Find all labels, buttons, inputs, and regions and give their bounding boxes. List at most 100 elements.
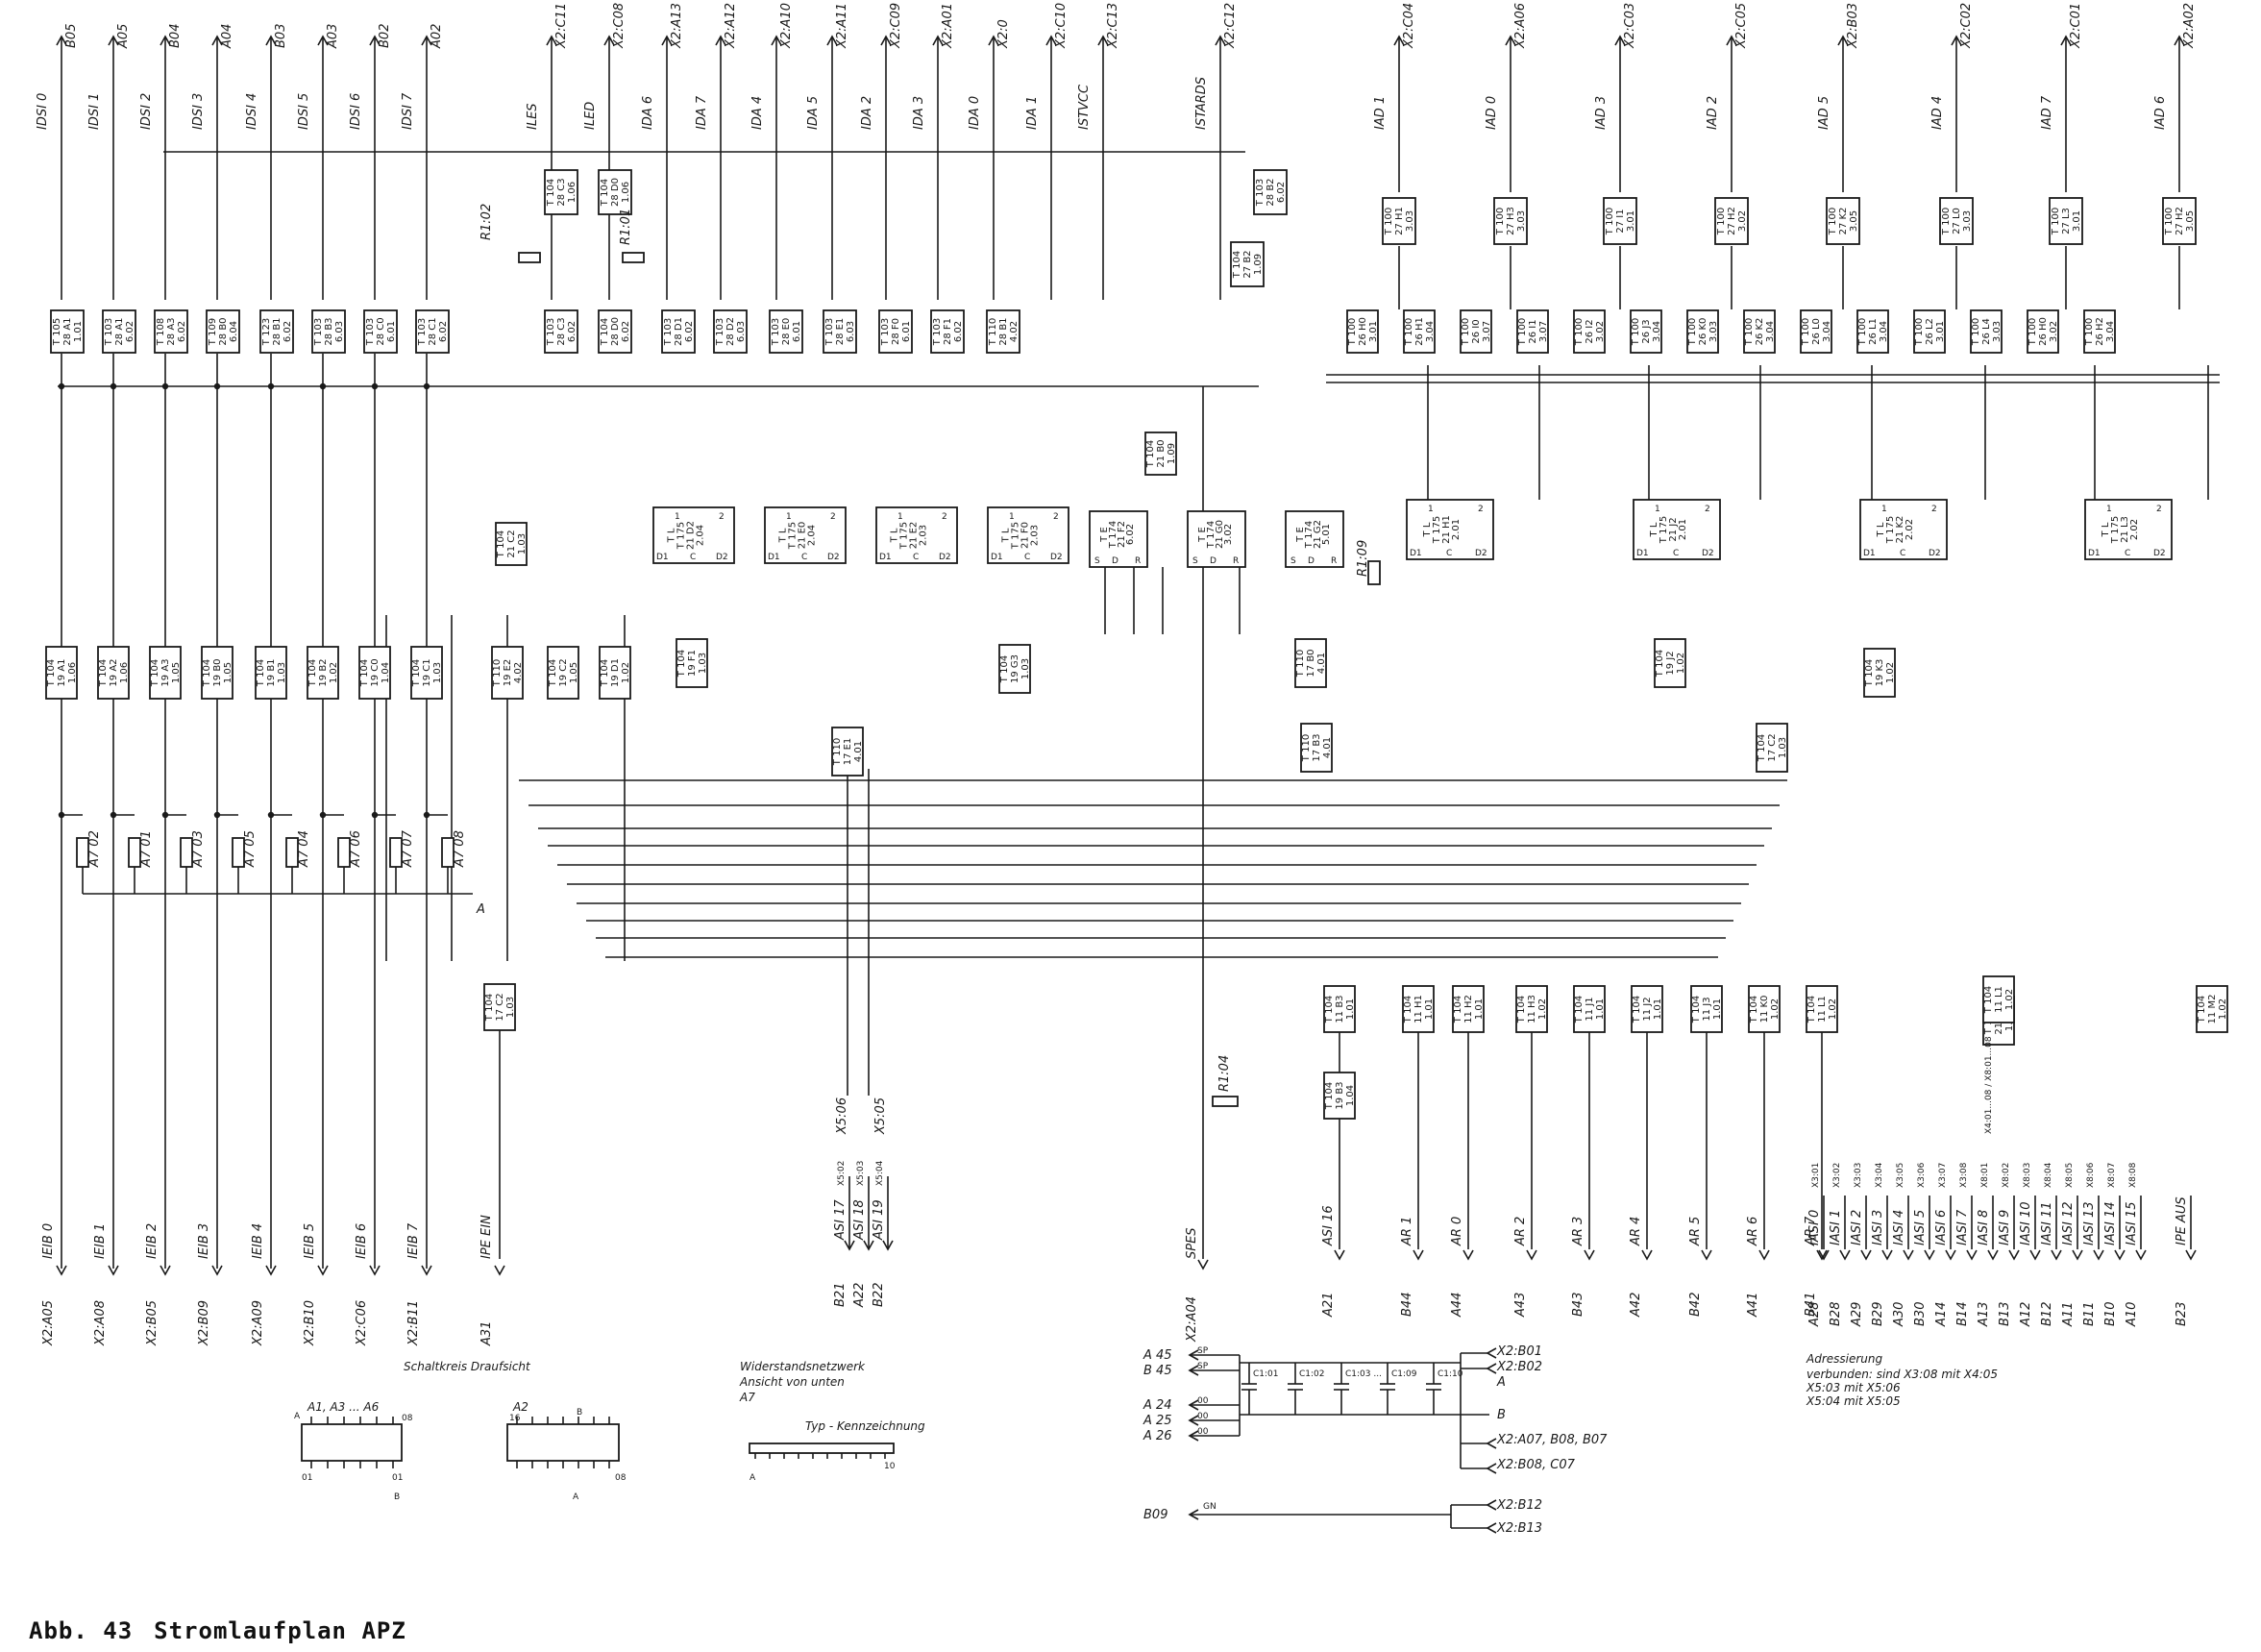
chip-label: T 104 xyxy=(150,659,160,687)
chip-label: 1.02 xyxy=(1770,999,1781,1020)
junction-dot xyxy=(319,811,327,819)
latch-label: T 175 xyxy=(676,522,686,550)
pin-label: C xyxy=(1900,549,1905,558)
chip-label: T 104 xyxy=(307,659,318,687)
connector-label: X3:08 xyxy=(1959,1162,1969,1188)
ff-label: T 174 xyxy=(1206,521,1217,549)
chip-label: 1.03 xyxy=(1020,658,1031,679)
pin-label: C xyxy=(690,553,696,562)
chip-label: T 104 xyxy=(1757,734,1767,762)
pin-label: X2:B03 xyxy=(1846,3,1860,49)
chip-label: 19 J2 xyxy=(1665,651,1676,675)
latch-label: 21 K2 xyxy=(1895,516,1905,544)
gate-chip xyxy=(1826,197,1860,245)
gate-chip xyxy=(358,646,391,700)
chip-label: T 110 xyxy=(988,318,998,346)
cap-pin-label: A 45 xyxy=(1143,1348,1172,1363)
chip-label: T 104 xyxy=(1632,996,1642,1023)
arrow-down-icon xyxy=(2093,1249,2104,1261)
pin-label: X2:A05 xyxy=(41,1300,56,1346)
gate-chip xyxy=(676,638,708,688)
signal-name: IEIB 6 xyxy=(355,1223,369,1259)
gate-chip xyxy=(495,522,528,566)
chip-label: 28 B1 xyxy=(272,317,283,345)
signal-name: IEIB 7 xyxy=(406,1222,421,1259)
pin-label: A05 xyxy=(116,24,131,49)
chip-label: 11 K0 xyxy=(1759,996,1770,1023)
chip-label: T 100 xyxy=(1461,318,1471,346)
chip-label: 1.02 xyxy=(2218,999,2228,1020)
latch-chip xyxy=(987,506,1069,564)
chip-label: T 110 xyxy=(832,738,843,766)
chip-label: 3.01 xyxy=(2072,210,2082,232)
resistor xyxy=(232,837,245,868)
gate-chip xyxy=(311,309,346,354)
signal-name: IDSI 4 xyxy=(245,93,259,130)
chip-label: T 104 xyxy=(600,318,610,346)
connector-label: X8:05 xyxy=(2065,1163,2075,1188)
signal-name: IDSI 5 xyxy=(297,93,311,130)
connector-label: X2:B13 xyxy=(1496,1521,1542,1536)
gate-chip xyxy=(1253,169,1288,215)
ff-label: T 174 xyxy=(1108,521,1118,549)
pin-label: S xyxy=(1290,556,1296,566)
chip-label: T 100 xyxy=(1914,318,1925,346)
ff-label: 21 G0 xyxy=(1215,520,1225,549)
gate-chip xyxy=(1714,197,1749,245)
pin-label: X2:C08 xyxy=(612,3,627,49)
chip-label: 11 H2 xyxy=(1463,995,1474,1023)
pin-label: X2:A09 xyxy=(251,1300,265,1346)
connector-label: X8:08 xyxy=(2128,1162,2138,1188)
chip-label: T 110 xyxy=(492,659,503,687)
pin-label: A04 xyxy=(220,24,234,49)
chip-label: 1.06 xyxy=(621,182,631,203)
chip-label: 19 A2 xyxy=(109,658,119,686)
pin-label: C xyxy=(1024,553,1030,562)
cap-signal-label: SP xyxy=(1197,1346,1209,1356)
pin-label: 1 xyxy=(786,512,792,522)
chip-label: 27 K2 xyxy=(1838,208,1849,235)
pin-label: 2 xyxy=(1705,505,1710,514)
chip-label: 26 H0 xyxy=(2038,317,2049,346)
pin-label: D1 xyxy=(2088,549,2101,558)
pin-label: A03 xyxy=(326,24,340,49)
gate-chip xyxy=(1686,309,1719,354)
arrow-down-icon xyxy=(1641,1249,1653,1261)
arrow-left-icon xyxy=(1486,1499,1497,1511)
chip-label: 26 J3 xyxy=(1641,319,1652,343)
pin-label: B43 xyxy=(1571,1293,1585,1317)
gate-chip xyxy=(1300,723,1333,773)
signal-name: IAD 6 xyxy=(2153,96,2168,130)
chip-label: T 100 xyxy=(1971,318,1981,346)
chip-label: 17 C2 xyxy=(495,993,505,1021)
chip-label: 28 C1 xyxy=(428,317,438,345)
latch-label: 2.03 xyxy=(918,525,928,546)
chip-label: T 100 xyxy=(1574,318,1585,346)
signal-name: IDSI 6 xyxy=(349,93,363,130)
arrow-down-icon xyxy=(2114,1249,2126,1261)
chip-label: 1.02 xyxy=(1885,662,1896,683)
chip-label: 26 H1 xyxy=(1414,317,1425,346)
gate-chip xyxy=(930,309,965,354)
gate-chip xyxy=(1756,723,1788,773)
chip-label: T 104 xyxy=(1655,650,1665,678)
gate-chip xyxy=(1939,197,1974,245)
chip-label: 1.01 xyxy=(1653,999,1663,1020)
chip-label: 6.02 xyxy=(684,321,695,342)
capacitor-label: C1:09 xyxy=(1391,1369,1417,1379)
latch-chip xyxy=(2084,499,2173,560)
